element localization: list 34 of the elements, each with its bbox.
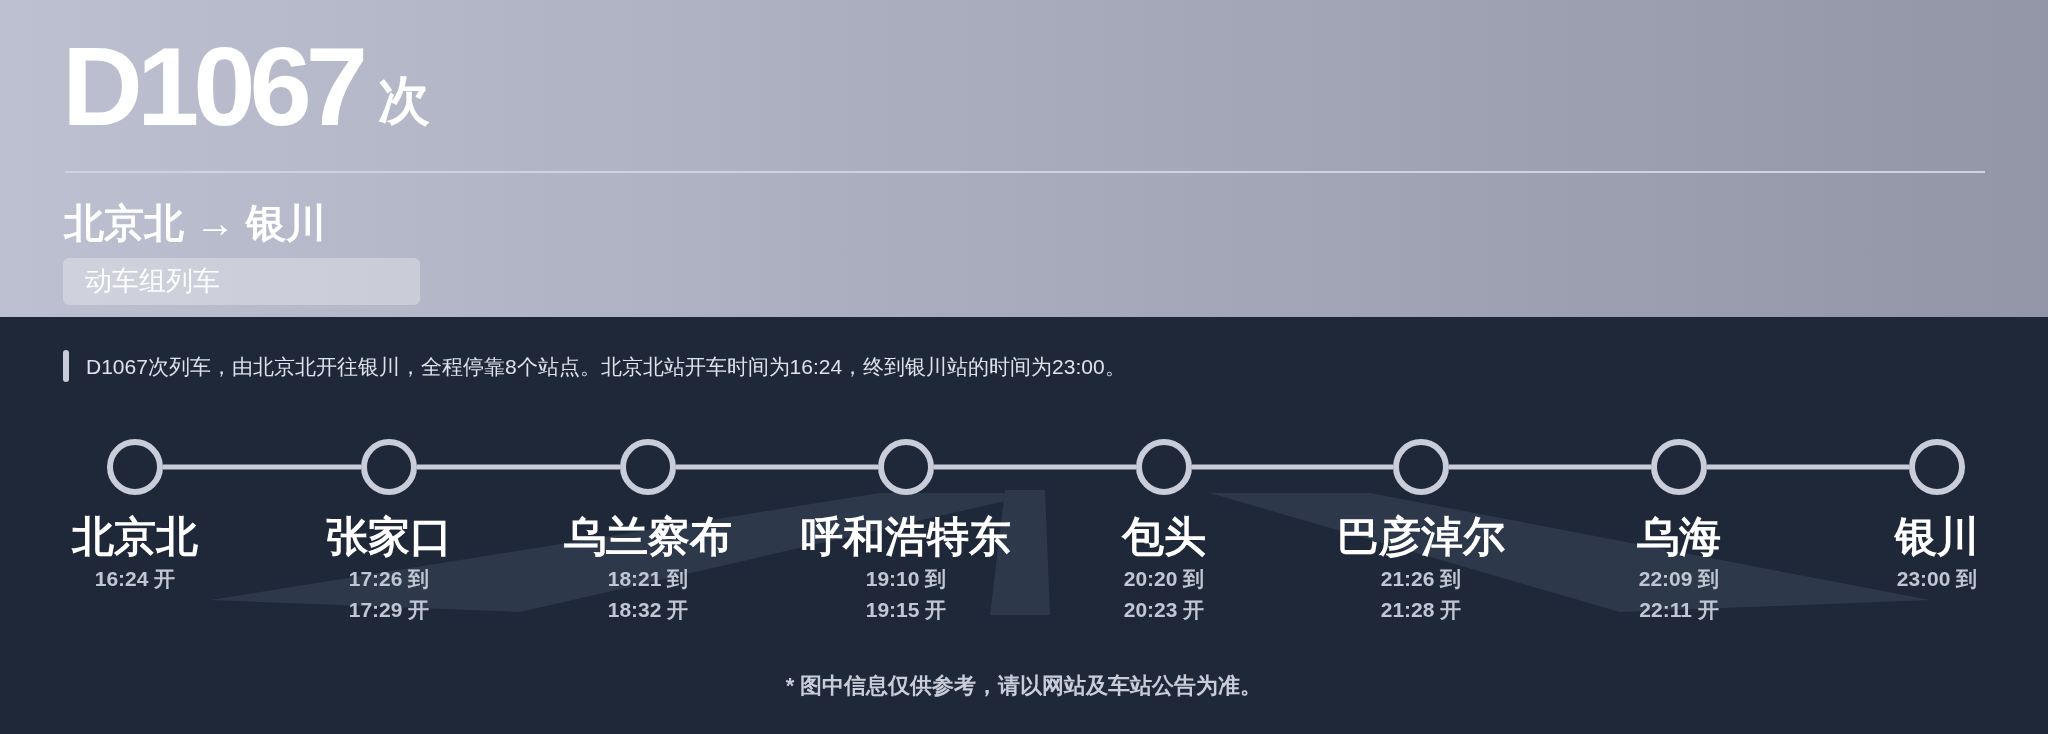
- route-line: [934, 464, 1136, 470]
- station-name: 银川: [1895, 512, 1979, 562]
- station-name: 张家口: [326, 512, 452, 562]
- time-text: 22:11 开: [1639, 597, 1719, 623]
- station-name: 乌兰察布: [564, 512, 732, 562]
- station-name: 巴彦淖尔: [1337, 512, 1505, 562]
- time-text: 23:00 到: [1896, 566, 1978, 592]
- station-name: 包头: [1122, 512, 1206, 562]
- time-text: 21:28 开: [1380, 597, 1462, 623]
- description-text: D1067次列车，由北京北开往银川，全程停靠8个站点。北京北站开车时间为16:24，终到银川站的时间为23:00。: [86, 354, 1126, 380]
- time-text: 20:20 到: [1123, 566, 1205, 592]
- time-text: 17:29 开: [348, 597, 430, 623]
- route-line: [1192, 464, 1393, 470]
- time-text: 19:10 到: [865, 566, 947, 592]
- route-line: [417, 464, 620, 470]
- time-text: 18:32 开: [607, 597, 689, 623]
- train-number: D1067: [62, 24, 363, 150]
- route-line: [163, 464, 361, 470]
- time-text: 19:15 开: [865, 597, 947, 623]
- route-text: 北京北 → 银川: [64, 200, 327, 247]
- time-text: 21:26 到: [1380, 566, 1462, 592]
- time-text: 20:23 开: [1123, 597, 1205, 623]
- station-name: 呼和浩特东: [801, 512, 1011, 562]
- station-name: 北京北: [72, 512, 198, 562]
- station-name: 乌海: [1637, 512, 1721, 562]
- footnote-text: * 图中信息仅供参考，请以网站及车站公告为准。: [784, 672, 1264, 700]
- route-line: [1449, 464, 1651, 470]
- route-line: [1707, 464, 1909, 470]
- time-text: 22:09 到: [1638, 566, 1720, 592]
- time-text: 16:24 开: [94, 566, 176, 592]
- time-text: 18:21 到: [607, 566, 689, 592]
- train-suffix: 次: [378, 70, 430, 130]
- time-text: 17:26 到: [348, 566, 430, 592]
- route-line: [676, 464, 878, 470]
